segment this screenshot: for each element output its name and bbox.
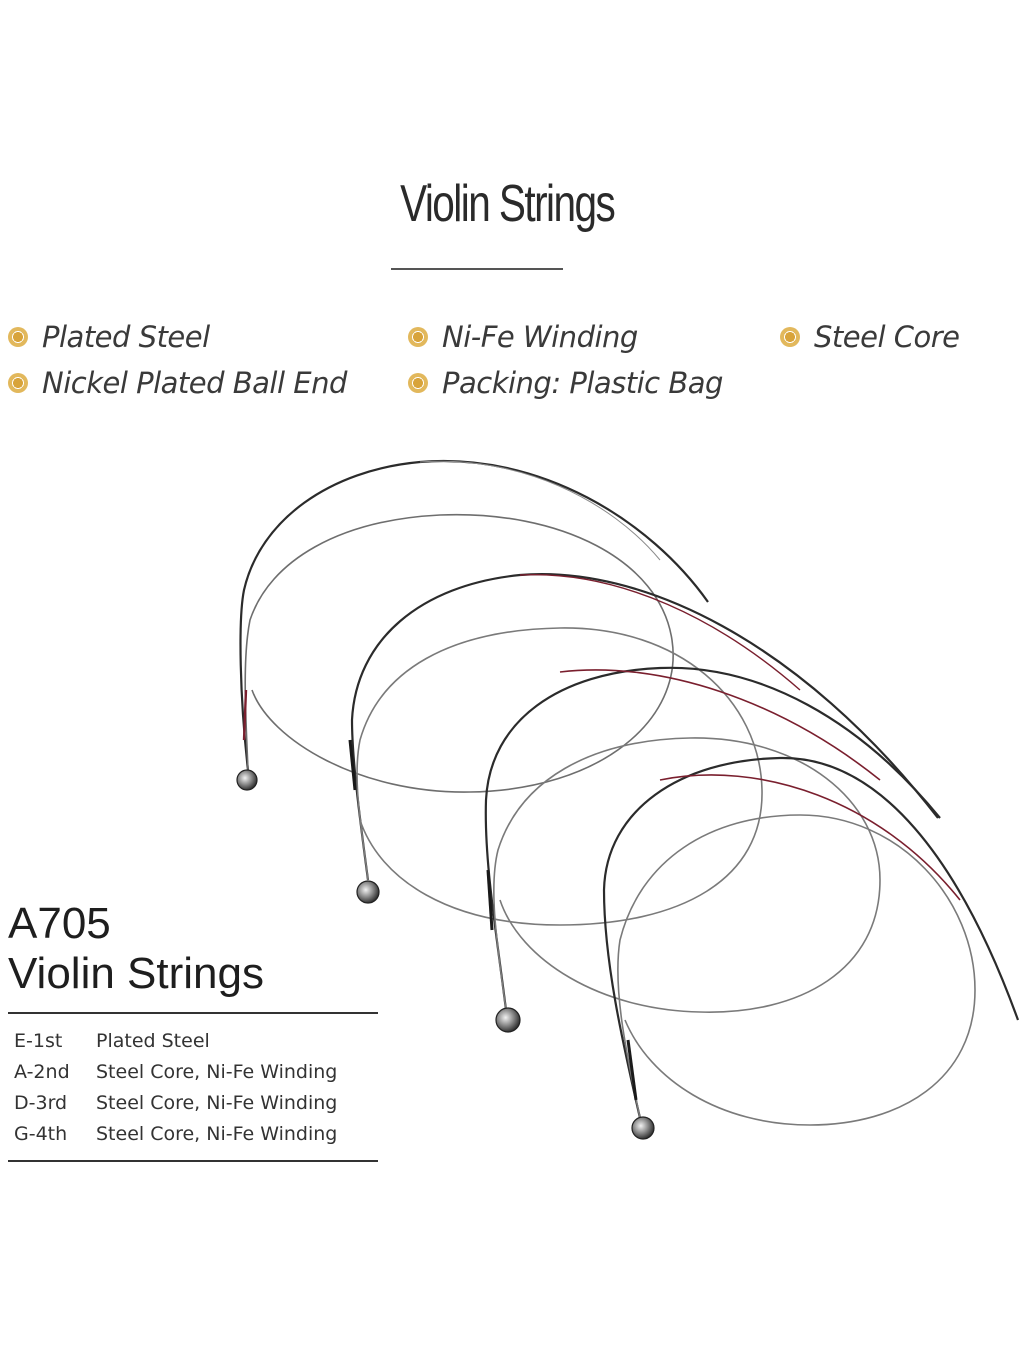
spec-row: E-1st Plated Steel: [8, 1026, 380, 1057]
spec-description: Steel Core, Ni-Fe Winding: [96, 1092, 338, 1114]
feature-label: Steel Core: [814, 320, 960, 354]
product-name: Violin Strings: [8, 949, 264, 998]
spec-row: D-3rd Steel Core, Ni-Fe Winding: [8, 1088, 380, 1119]
e-string-ball-end-icon: [236, 769, 258, 791]
feature-plated-steel: Plated Steel: [8, 320, 210, 354]
page-title: Violin Strings: [400, 175, 616, 233]
spec-row: G-4th Steel Core, Ni-Fe Winding: [8, 1119, 380, 1150]
spec-string: E-1st: [14, 1030, 63, 1052]
spec-divider-top: [8, 1012, 378, 1014]
spec-description: Plated Steel: [96, 1030, 210, 1052]
feature-label: Plated Steel: [42, 320, 210, 354]
product-info: A705 Violin Strings E-1st Plated Steel A…: [8, 900, 380, 1162]
spec-divider-bottom: [8, 1160, 378, 1162]
feature-label: Ni-Fe Winding: [442, 320, 638, 354]
bullet-dot-icon: [8, 373, 28, 393]
bullet-dot-icon: [408, 373, 428, 393]
a-string-ball-end-icon: [356, 880, 380, 904]
feature-ball-end: Nickel Plated Ball End: [8, 366, 347, 400]
a-string-coil: [348, 573, 939, 926]
feature-steel-core: Steel Core: [780, 320, 960, 354]
e-string-coil: [239, 459, 709, 793]
g-string-coil: [602, 756, 1020, 1126]
g-string-ball-end-icon: [631, 1116, 655, 1140]
product-model: A705: [8, 899, 111, 948]
spec-description: Steel Core, Ni-Fe Winding: [96, 1061, 338, 1083]
d-string-ball-end-icon: [495, 1007, 521, 1033]
feature-list: Plated Steel Ni-Fe Winding Steel Core Ni…: [0, 0, 1024, 420]
spec-string: G-4th: [14, 1123, 68, 1145]
bullet-dot-icon: [780, 327, 800, 347]
bullet-dot-icon: [8, 327, 28, 347]
feature-packing: Packing: Plastic Bag: [408, 366, 723, 400]
feature-ni-fe-winding: Ni-Fe Winding: [408, 320, 638, 354]
spec-row: A-2nd Steel Core, Ni-Fe Winding: [8, 1057, 380, 1088]
title-underline: [391, 268, 563, 270]
feature-label: Nickel Plated Ball End: [42, 366, 347, 400]
spec-string: A-2nd: [14, 1061, 70, 1083]
bullet-dot-icon: [408, 327, 428, 347]
spec-table: E-1st Plated Steel A-2nd Steel Core, Ni-…: [8, 1026, 380, 1150]
feature-label: Packing: Plastic Bag: [442, 366, 723, 400]
spec-description: Steel Core, Ni-Fe Winding: [96, 1123, 338, 1145]
spec-string: D-3rd: [14, 1092, 68, 1114]
d-string-coil: [484, 666, 941, 1013]
